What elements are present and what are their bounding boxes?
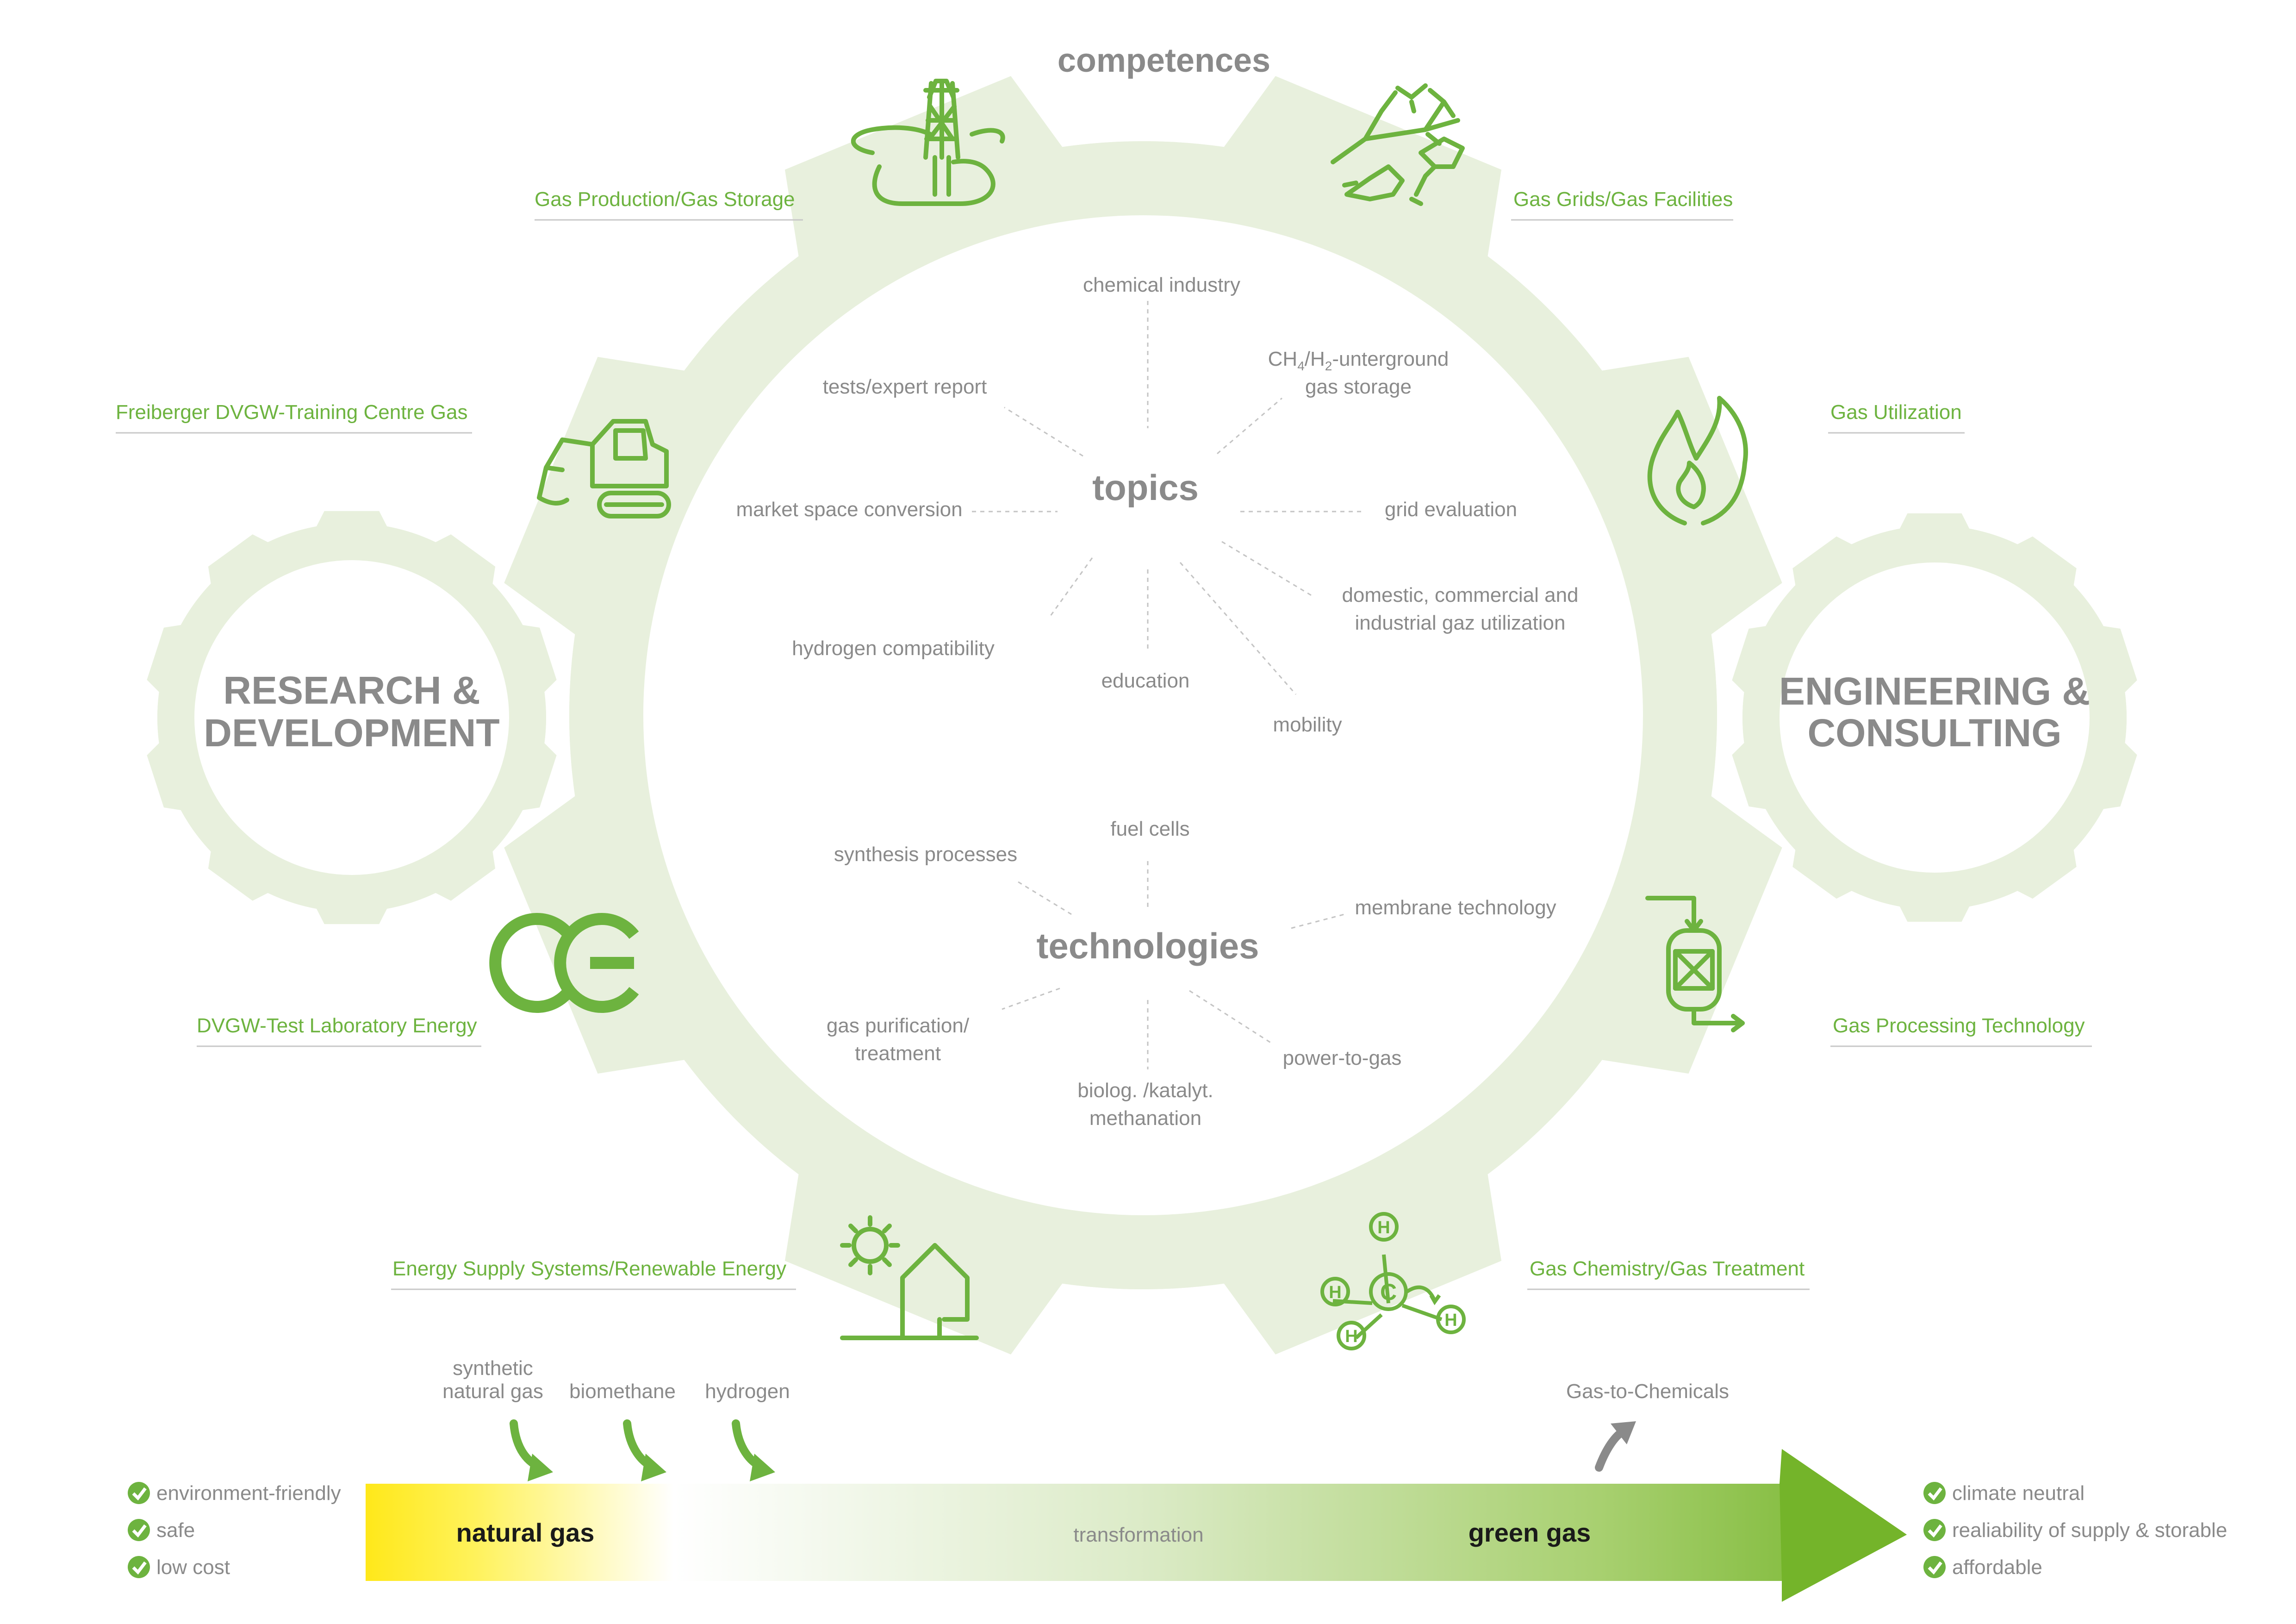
research-gear-hole: [194, 560, 509, 875]
label-gas-production: Gas Production/Gas Storage: [535, 188, 795, 211]
label-gas-chemistry: Gas Chemistry/Gas Treatment: [1530, 1257, 1804, 1280]
main-gear: [504, 76, 1782, 1355]
ce-mark-icon: [489, 913, 639, 1013]
molecule-carbon-label: C: [1380, 1279, 1397, 1305]
topics-cluster: topics chemical industry CH4/H2-untergro…: [736, 274, 1578, 736]
topic-tests: tests/expert report: [823, 375, 987, 398]
check-item: environment-friendly: [128, 1482, 341, 1505]
topic-storage-c: -unterground: [1332, 348, 1449, 370]
tech-purification-line2: treatment: [855, 1042, 941, 1065]
input-synthetic-line1: synthetic: [453, 1357, 533, 1380]
main-gear-hole: [643, 215, 1643, 1215]
topic-storage-line2: gas storage: [1305, 375, 1412, 398]
molecule-hydrogen-top: H: [1377, 1218, 1390, 1237]
left-checklist: environment-friendly safe low cost: [128, 1482, 341, 1579]
check-label: realiability of supply & storable: [1952, 1519, 2227, 1542]
tech-synthesis: synthesis processes: [834, 843, 1017, 866]
check-icon: [128, 1556, 150, 1578]
bar-green-gas: green gas: [1468, 1518, 1591, 1547]
research-title-line1: RESEARCH &: [223, 668, 480, 712]
label-gas-utilization: Gas Utilization: [1830, 401, 1962, 424]
molecule-hydrogen-left: H: [1329, 1283, 1341, 1302]
topic-domestic-line1: domestic, commercial and: [1342, 584, 1578, 606]
bar-transformation: transformation: [1073, 1524, 1203, 1546]
output-gas-to-chemicals: Gas-to-Chemicals: [1566, 1380, 1729, 1403]
topic-grid: grid evaluation: [1385, 498, 1517, 521]
check-label: safe: [156, 1519, 195, 1542]
engineering-title-line1: ENGINEERING &: [1779, 669, 2090, 713]
input-hydrogen: hydrogen: [705, 1380, 790, 1403]
bar-natural-gas: natural gas: [456, 1518, 595, 1547]
transformation-bar: natural gas transformation green gas: [366, 1449, 1907, 1602]
methane-molecule-icon: C H H H H: [1320, 1212, 1466, 1350]
label-gas-grids: Gas Grids/Gas Facilities: [1513, 188, 1733, 211]
sun-house-icon: [840, 1215, 979, 1340]
check-label: affordable: [1952, 1556, 2042, 1579]
engineering-gear-hole: [1780, 562, 2090, 873]
molecule-hydrogen-right: H: [1444, 1311, 1457, 1330]
technologies-cluster: technologies fuel cells synthesis proces…: [827, 818, 1556, 1130]
label-test-laboratory: DVGW-Test Laboratory Energy: [197, 1014, 477, 1037]
topics-title: topics: [1092, 467, 1199, 508]
competence-labels: Gas Production/Gas Storage Gas Grids/Gas…: [116, 188, 2092, 1290]
topic-storage-sub2: 2: [1325, 359, 1332, 373]
check-item: low cost: [128, 1556, 230, 1579]
tech-methanation-line1: biolog. /katalyt.: [1077, 1079, 1213, 1102]
oil-rig-icon: [851, 79, 1005, 206]
check-item: realiability of supply & storable: [1923, 1519, 2227, 1542]
engineering-title-line2: CONSULTING: [1807, 711, 2061, 755]
topic-mobility: mobility: [1273, 713, 1342, 736]
tech-purification-line1: gas purification/: [827, 1014, 970, 1037]
input-synthetic-line2: natural gas: [442, 1380, 543, 1403]
topic-domestic-line2: industrial gaz utilization: [1355, 612, 1566, 634]
topic-hydrogen-compatibility: hydrogen compatibility: [792, 637, 995, 660]
gas-processing-column-icon: [1645, 896, 1745, 1032]
label-gas-processing: Gas Processing Technology: [1833, 1014, 2085, 1037]
topic-storage-sub1: 4: [1297, 359, 1305, 373]
competences-title: competences: [1058, 42, 1270, 79]
technologies-title: technologies: [1036, 925, 1259, 966]
check-icon: [128, 1519, 150, 1541]
flame-icon: [1647, 396, 1748, 525]
check-label: environment-friendly: [156, 1482, 341, 1505]
research-title-line2: DEVELOPMENT: [204, 711, 499, 755]
topic-chemical-industry: chemical industry: [1083, 274, 1240, 296]
check-item: safe: [128, 1519, 195, 1542]
check-label: climate neutral: [1952, 1482, 2084, 1505]
tech-power-to-gas: power-to-gas: [1283, 1047, 1402, 1069]
check-icon: [1923, 1556, 1946, 1578]
label-training-centre: Freiberger DVGW-Training Centre Gas: [116, 401, 467, 424]
tech-methanation-line2: methanation: [1089, 1107, 1201, 1130]
check-label: low cost: [156, 1556, 230, 1579]
topic-storage-a: CH: [1268, 348, 1298, 370]
gas-grid-network-icon: [1331, 83, 1465, 206]
check-item: climate neutral: [1923, 1482, 2084, 1505]
check-item: affordable: [1923, 1556, 2042, 1579]
molecule-hydrogen-bottom: H: [1345, 1327, 1357, 1346]
excavator-icon: [537, 419, 671, 518]
right-checklist: climate neutral realiability of supply &…: [1923, 1482, 2227, 1579]
topic-market: market space conversion: [736, 498, 962, 521]
label-energy-supply: Energy Supply Systems/Renewable Energy: [392, 1257, 786, 1280]
topic-storage: CH4/H2-unterground: [1268, 348, 1449, 373]
tech-fuel-cells: fuel cells: [1110, 818, 1189, 840]
tech-membrane: membrane technology: [1355, 896, 1556, 919]
topic-storage-b: /H: [1305, 348, 1325, 370]
check-icon: [128, 1482, 150, 1504]
check-icon: [1923, 1482, 1946, 1504]
gas-inputs: synthetic natural gas biomethane hydroge…: [442, 1357, 1729, 1481]
check-icon: [1923, 1519, 1946, 1541]
input-biomethane: biomethane: [569, 1380, 676, 1403]
topic-education: education: [1101, 669, 1190, 692]
